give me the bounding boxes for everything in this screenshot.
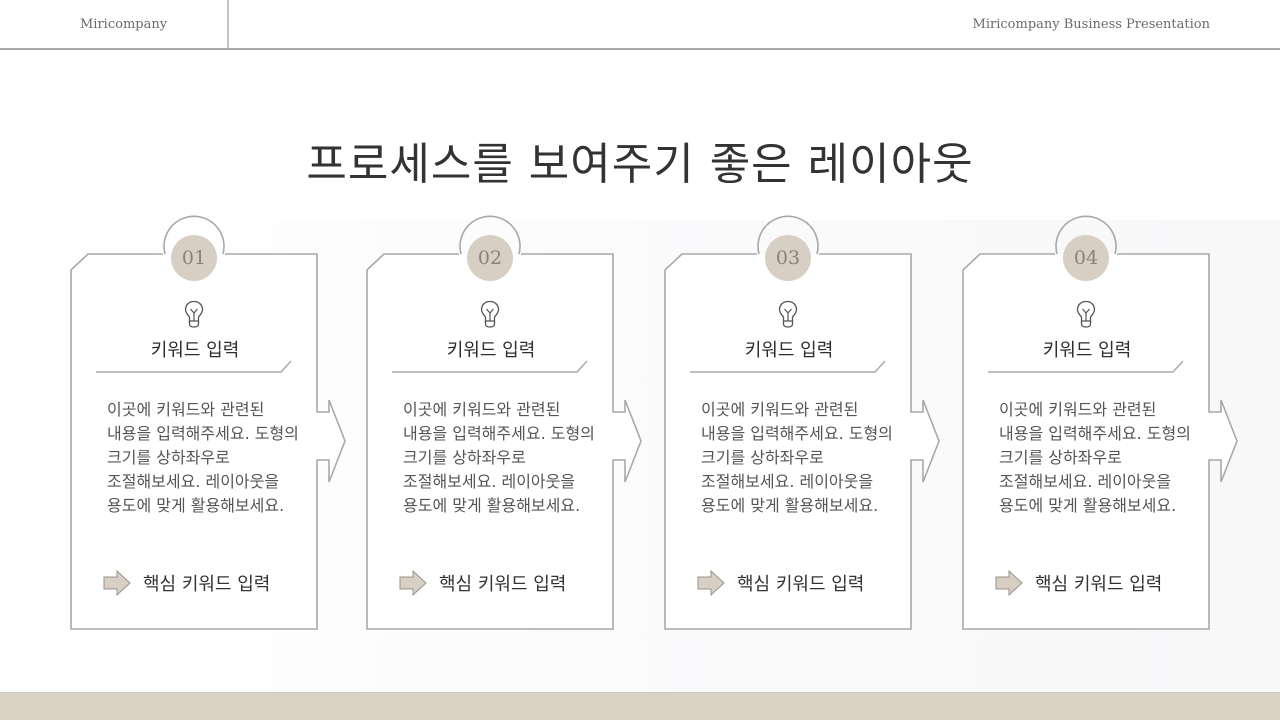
arrow-right-icon <box>995 569 1023 597</box>
lightbulb-icon <box>184 300 204 328</box>
core-keyword-label: 핵심 키워드 입력 <box>1035 574 1163 595</box>
step-heading: 키워드 입력 <box>1042 340 1132 361</box>
step-description: 이곳에 키워드와 관련된 내용을 입력해주세요. 도형의 크기를 상하좌우로 조… <box>107 400 299 515</box>
step-number-badge: 04 <box>1063 235 1109 281</box>
core-keyword: 핵심 키워드 입력 <box>995 568 1162 598</box>
process-step-card: 04 키워드 입력 이곳에 키워드와 관련된 내용을 입력해주세요. 도형의 크… <box>962 215 1253 640</box>
step-number-badge: 01 <box>171 235 217 281</box>
core-keyword: 핵심 키워드 입력 <box>697 568 864 598</box>
step-number-badge: 02 <box>467 235 513 281</box>
step-number-badge: 03 <box>765 235 811 281</box>
slide-title: 프로세스를 보여주기 좋은 레이아웃 <box>306 139 974 190</box>
header-divider <box>227 0 229 48</box>
lightbulb-icon <box>778 300 798 328</box>
step-heading: 키워드 입력 <box>150 340 240 361</box>
step-heading: 키워드 입력 <box>446 340 536 361</box>
presentation-title: Miricompany Business Presentation <box>972 17 1210 32</box>
core-keyword-label: 핵심 키워드 입력 <box>143 574 271 595</box>
process-stage: 01 키워드 입력 이곳에 키워드와 관련된 내용을 입력해주세요. 도형의 크… <box>0 200 1280 692</box>
footer-band <box>0 692 1280 720</box>
company-name: Miricompany <box>80 17 168 32</box>
arrow-right-icon <box>103 569 131 597</box>
lightbulb-icon <box>480 300 500 328</box>
process-step-card: 03 키워드 입력 이곳에 키워드와 관련된 내용을 입력해주세요. 도형의 크… <box>664 215 955 640</box>
step-description: 이곳에 키워드와 관련된 내용을 입력해주세요. 도형의 크기를 상하좌우로 조… <box>999 400 1191 515</box>
step-description: 이곳에 키워드와 관련된 내용을 입력해주세요. 도형의 크기를 상하좌우로 조… <box>403 400 595 515</box>
core-keyword: 핵심 키워드 입력 <box>103 568 270 598</box>
arrow-right-icon <box>697 569 725 597</box>
process-step-card: 01 키워드 입력 이곳에 키워드와 관련된 내용을 입력해주세요. 도형의 크… <box>70 215 361 640</box>
card-frame <box>962 215 1238 630</box>
core-keyword-label: 핵심 키워드 입력 <box>737 574 865 595</box>
core-keyword-label: 핵심 키워드 입력 <box>439 574 567 595</box>
card-frame <box>70 215 346 630</box>
arrow-right-icon <box>399 569 427 597</box>
slide-header: Miricompany Miricompany Business Present… <box>0 0 1280 50</box>
step-description: 이곳에 키워드와 관련된 내용을 입력해주세요. 도형의 크기를 상하좌우로 조… <box>701 400 893 515</box>
card-frame <box>366 215 642 630</box>
core-keyword: 핵심 키워드 입력 <box>399 568 566 598</box>
card-frame <box>664 215 940 630</box>
process-step-card: 02 키워드 입력 이곳에 키워드와 관련된 내용을 입력해주세요. 도형의 크… <box>366 215 657 640</box>
lightbulb-icon <box>1076 300 1096 328</box>
step-heading: 키워드 입력 <box>744 340 834 361</box>
